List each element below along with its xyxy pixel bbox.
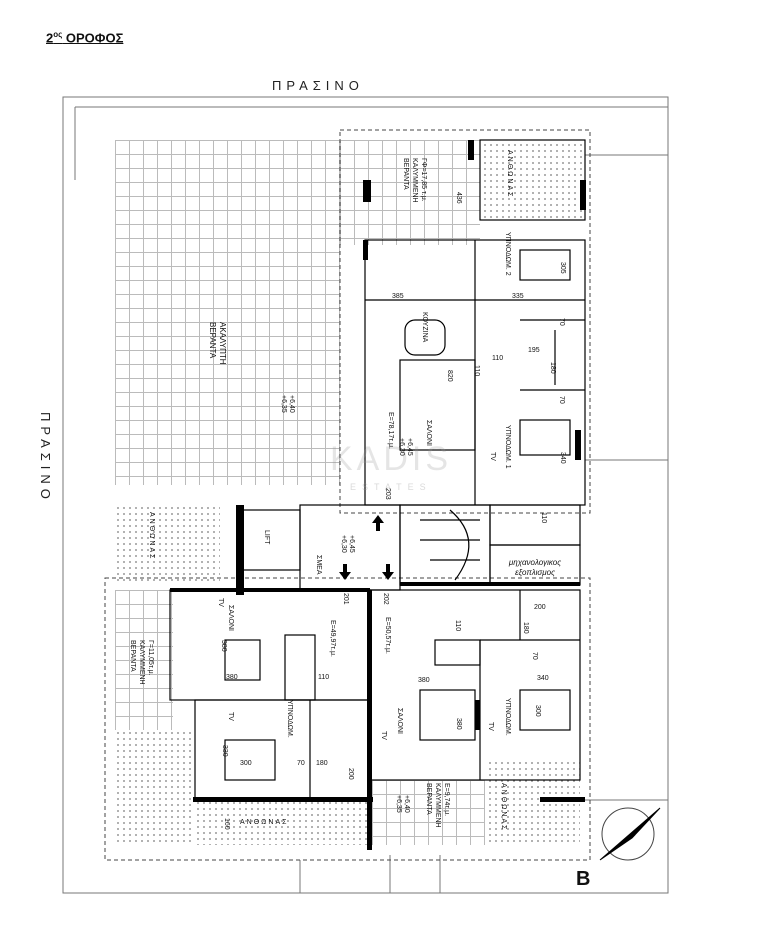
bedroom-202-label: ΥΠΝΟΔΩΜ. bbox=[504, 698, 511, 736]
north-marker: B bbox=[576, 868, 591, 890]
dim-110-a: 110 bbox=[492, 355, 504, 362]
covered-terrace-202 bbox=[372, 780, 485, 845]
garden-201-bottom bbox=[195, 800, 370, 845]
street-label-left: ΠΡΑΣΙΝΟ bbox=[38, 412, 53, 504]
terrace-202-level-2: +6,35 bbox=[395, 795, 402, 813]
dim-202-380-h: 380 bbox=[418, 677, 430, 684]
area-203: Ε=78,17τ.μ. bbox=[387, 412, 394, 449]
lift-label: LIFT bbox=[263, 530, 270, 545]
watermark-sub: ESTATES bbox=[350, 482, 432, 492]
dim-820: 820 bbox=[446, 370, 453, 382]
door-202-label: 202 bbox=[382, 593, 389, 605]
dim-201-380-h: 380 bbox=[226, 674, 238, 681]
garden-203 bbox=[482, 142, 584, 218]
terrace-level-1: +6,40 bbox=[288, 395, 295, 413]
tv-203: TV bbox=[489, 452, 496, 461]
dim-202-340: 340 bbox=[537, 675, 549, 682]
dim-202-380-v: 380 bbox=[455, 718, 462, 730]
bedroom1-label: ΥΠΝΟΔΩΜ. 1 bbox=[504, 425, 511, 469]
dim-436: 436 bbox=[455, 192, 462, 204]
garden-201-label: ΑΝΘΩΝΑΣ bbox=[240, 819, 289, 826]
uncovered-terrace-label-2: ΒΕΡΑΝΤΑ bbox=[208, 322, 217, 359]
area-201: Ε=49,97τ.μ. bbox=[329, 620, 336, 657]
tv-202-bedroom: TV bbox=[487, 722, 494, 731]
garden-left bbox=[115, 505, 220, 583]
level-203-1: +6,45 bbox=[406, 438, 413, 456]
dim-202-110: 110 bbox=[454, 620, 461, 632]
dim-202-180: 180 bbox=[522, 622, 529, 634]
dim-202-300: 300 bbox=[534, 705, 541, 717]
dim-201-70: 70 bbox=[297, 760, 305, 767]
bedroom2-label: ΥΠΝΟΔΩΜ. 2 bbox=[504, 232, 511, 276]
terrace-level-2: +6,35 bbox=[280, 395, 287, 413]
covered-terrace-203-area: ΓΦ=17,85 τ.μ. bbox=[420, 158, 427, 202]
uncovered-terrace bbox=[115, 140, 340, 485]
covered-terrace-202-area: Ε=9,74τ.μ. bbox=[443, 783, 450, 817]
dim-180: 180 bbox=[549, 362, 556, 374]
page-title: 2ος ΟΡΟΦΟΣ bbox=[46, 30, 124, 46]
tv-202: TV bbox=[380, 731, 387, 740]
covered-terrace-202-label-2: ΒΕΡΑΝΤΑ bbox=[425, 783, 432, 815]
area-202: Ε=50,57τ.μ. bbox=[384, 617, 391, 654]
dim-340: 340 bbox=[559, 452, 566, 464]
corridor-level-2: +6,30 bbox=[340, 535, 347, 553]
covered-terrace-202-label-1: ΚΑΛΥΜΜΕΝΗ bbox=[434, 783, 441, 828]
covered-terrace-201-label-1: ΚΑΛΥΜΜΕΝΗ bbox=[138, 640, 145, 685]
living-201-label: ΣΑΛΟΝΙ bbox=[227, 605, 234, 631]
door-203-label: 203 bbox=[384, 488, 391, 500]
garden-201-side bbox=[115, 730, 195, 845]
dim-201-160: 160 bbox=[223, 818, 230, 830]
level-203-2: +6,30 bbox=[398, 438, 405, 456]
dim-202-200: 200 bbox=[534, 604, 546, 611]
dim-202-70: 70 bbox=[531, 652, 538, 660]
covered-terrace-201-label-2: ΒΕΡΑΝΤΑ bbox=[129, 640, 136, 672]
kitchen-label: ΚΟΥΖΙΝΑ bbox=[421, 312, 428, 343]
dim-201-380-v: 380 bbox=[220, 640, 227, 652]
bedroom-201-label: ΥΠΝΟΔΩΜ. bbox=[286, 700, 293, 738]
dim-201-180: 180 bbox=[316, 760, 328, 767]
dim-201-300: 300 bbox=[240, 760, 252, 767]
dim-335: 335 bbox=[512, 293, 524, 300]
dim-70-b: 70 bbox=[558, 396, 565, 404]
dim-110-c: 110 bbox=[540, 512, 547, 524]
dim-305: 305 bbox=[559, 262, 566, 274]
street-label-top: ΠΡΑΣΙΝΟ bbox=[272, 78, 364, 93]
dim-70-a: 70 bbox=[558, 318, 565, 326]
living-202-label: ΣΑΛΟΝΙ bbox=[396, 708, 403, 734]
dim-201-110: 110 bbox=[318, 674, 330, 681]
dim-195: 195 bbox=[528, 347, 540, 354]
garden-202 bbox=[487, 760, 580, 845]
tv-201: TV bbox=[217, 598, 224, 607]
watermark-logo: KADIS bbox=[330, 440, 453, 478]
tv-201-bedroom: TV bbox=[227, 712, 234, 721]
covered-terrace-201 bbox=[115, 590, 173, 730]
garden-left-label: ΑΝΘΩΝΑΣ bbox=[148, 512, 155, 561]
garden-202-label: ΑΝΘΩΝΑΣ bbox=[500, 783, 507, 832]
dim-385: 385 bbox=[392, 293, 404, 300]
covered-terrace-201-area: Γ=11,05τ.μ. bbox=[147, 640, 154, 676]
terrace-202-level-1: +6,40 bbox=[403, 795, 410, 813]
living-203-label: ΣΑΛΟΝΙ bbox=[425, 420, 432, 446]
uncovered-terrace-label-1: ΑΚΑΛΥΠΤΗ bbox=[218, 322, 227, 365]
covered-terrace-203-label-2: ΒΕΡΑΝΤΑ bbox=[402, 158, 409, 190]
dim-201-200: 200 bbox=[347, 768, 354, 780]
corridor-level-1: +6,45 bbox=[348, 535, 355, 553]
door-201-label: 201 bbox=[342, 593, 349, 605]
covered-terrace-203-label-1: ΚΑΛΥΜΜΕΝΗ bbox=[411, 158, 418, 203]
covered-terrace-203 bbox=[340, 140, 480, 245]
stretcher-label: ΣΜΕΑ bbox=[315, 555, 322, 575]
dim-110-b: 110 bbox=[473, 365, 480, 377]
garden-203-label: ΑΝΘΩΝΑΣ bbox=[506, 150, 513, 199]
dim-201-330: 330 bbox=[221, 745, 228, 757]
